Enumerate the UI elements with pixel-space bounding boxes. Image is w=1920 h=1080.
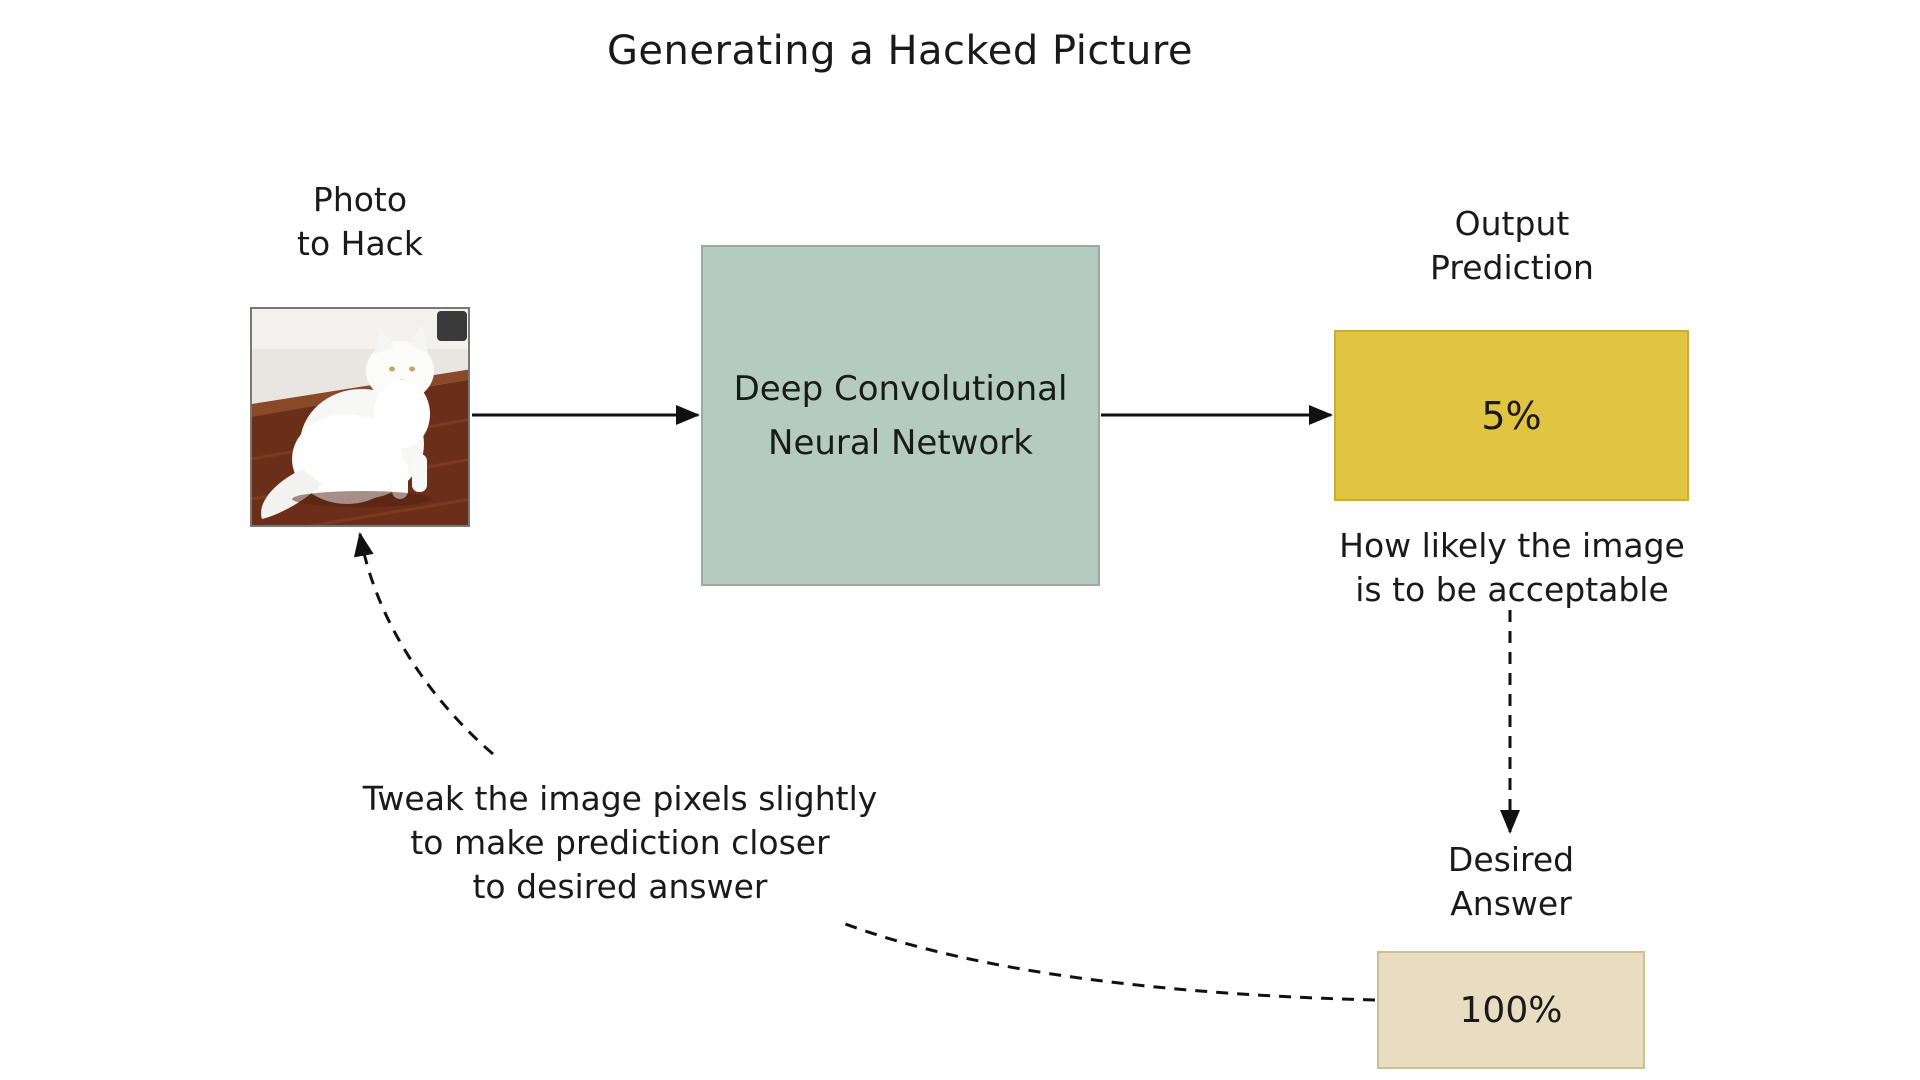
output-value: 5% [1481,393,1542,438]
cat-image-icon [252,309,468,525]
output-box: 5% [1334,330,1689,501]
arrow-feedback-to-photo [353,532,494,756]
cnn-label: Deep Convolutional Neural Network [733,368,1068,463]
desired-value: 100% [1459,989,1563,1031]
desired-heading: Desired Answer [1447,840,1575,923]
output-caption: How likely the image is to be acceptable [1339,526,1685,609]
photo-label: Photo to Hack [297,180,423,263]
desired-box: 100% [1377,951,1645,1069]
feedback-caption: Tweak the image pixels slightly to make … [362,779,878,906]
cat-photo [250,307,470,527]
cnn-box: Deep Convolutional Neural Network [701,245,1100,586]
output-heading: Output Prediction [1430,204,1594,287]
dashed-feedback-curve [839,920,1376,1002]
diagram-title: Generating a Hacked Picture [606,28,1194,74]
